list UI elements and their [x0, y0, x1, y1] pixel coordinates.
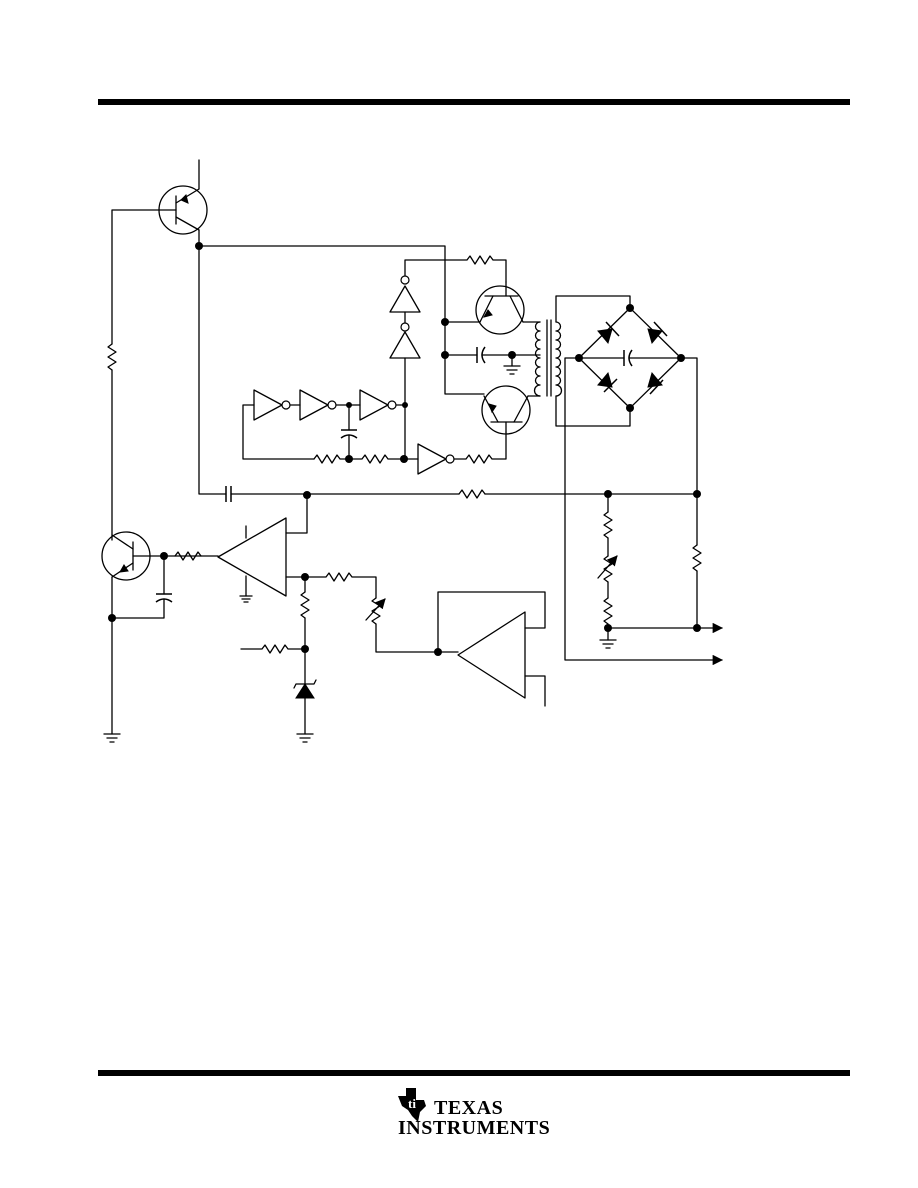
- timing-resistor: [313, 454, 350, 464]
- inverter-gate: [299, 389, 337, 421]
- svg-text:ti: ti: [408, 1096, 416, 1111]
- ground-icon: [103, 733, 121, 743]
- center-tap-capacitor: [444, 346, 541, 364]
- feedback-capacitor: [225, 486, 308, 502]
- ground-icon: [503, 354, 521, 375]
- pass-transistor-q1: [158, 159, 208, 247]
- load-resistor: [692, 493, 702, 629]
- header-rule: [98, 99, 850, 105]
- timing-capacitor: [340, 404, 358, 460]
- diode-icon: [647, 371, 663, 388]
- isolated-output-wire: [680, 357, 698, 495]
- feedback-wire: [198, 245, 227, 495]
- bridge-rectifier: [575, 304, 685, 412]
- inverter-gate: [389, 322, 421, 359]
- reference-divider: [300, 572, 439, 653]
- output-divider: [597, 493, 618, 641]
- q1-base-wiring: [107, 209, 177, 541]
- inverter-gate: [253, 389, 291, 421]
- inverter-gate: [389, 275, 421, 313]
- logo-line-2: INSTRUMENTS: [398, 1117, 551, 1139]
- zener-diode: [293, 648, 317, 735]
- ti-state-logo-icon: ti: [398, 1088, 426, 1122]
- rail-resistor: [458, 489, 486, 499]
- drive-resistor: [404, 255, 507, 283]
- loop-wire: [242, 404, 315, 460]
- error-amplifier: [217, 494, 308, 603]
- ground-icon: [296, 733, 314, 743]
- driver-transistor-q2: [101, 531, 219, 619]
- drive-resistor: [453, 431, 507, 464]
- output-rail: [198, 245, 446, 323]
- switch-transistor-q3: [444, 281, 525, 335]
- texas-instruments-logo: ti TEXAS INSTRUMENTS: [396, 1086, 556, 1142]
- ground-icon: [599, 639, 617, 649]
- transformer: [522, 295, 631, 427]
- timing-resistor: [348, 454, 405, 464]
- junction-dot: [303, 491, 311, 499]
- buffer-amplifier: [437, 591, 546, 707]
- base-resistor: [174, 551, 202, 561]
- diode-icon: [597, 328, 613, 345]
- inverter-gate: [359, 389, 397, 421]
- base-capacitor: [111, 555, 173, 619]
- junction-dot: [434, 648, 442, 656]
- diode-icon: [597, 371, 613, 388]
- switch-transistor-q4: [481, 385, 531, 435]
- isolated-return-wire: [564, 357, 724, 666]
- logo-line-1: TEXAS: [434, 1097, 504, 1119]
- inverter-gate: [417, 443, 455, 475]
- bias-resistor: [240, 644, 306, 654]
- footer-rule: [98, 1070, 850, 1076]
- diode-icon: [647, 328, 663, 345]
- emitter-wire: [444, 321, 485, 395]
